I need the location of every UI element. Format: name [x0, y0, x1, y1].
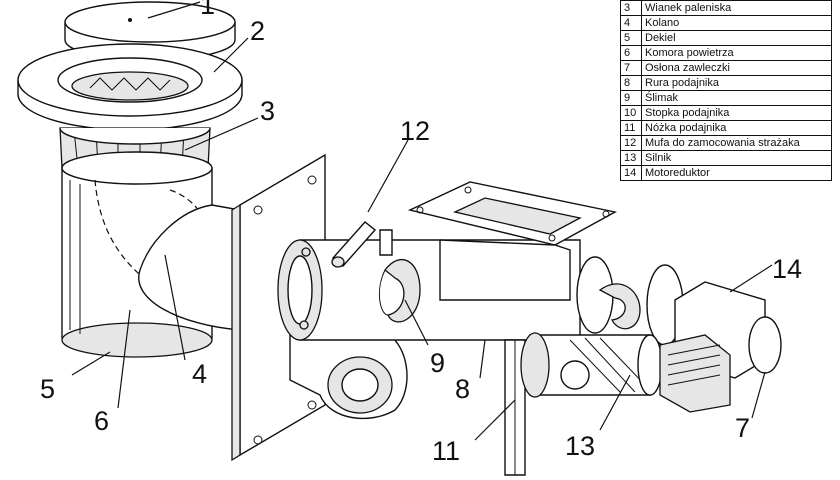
callout-5: 5 [40, 374, 55, 404]
legend-number: 13 [620, 150, 642, 166]
callout-4: 4 [192, 359, 207, 389]
leader-lines [71, 1, 773, 441]
legend-part-name: Stopka podajnika [641, 105, 832, 121]
legend-part-name: Rura podajnika [641, 75, 832, 91]
callout-12: 12 [400, 116, 430, 146]
callout-6: 6 [94, 406, 109, 436]
callout-9: 9 [430, 348, 445, 378]
motor-part [520, 332, 663, 398]
legend-number: 14 [620, 165, 642, 181]
legend-part-name: Motoreduktor [641, 165, 832, 181]
auger-part [378, 258, 421, 323]
legend-number: 11 [620, 120, 642, 136]
legend-number: 8 [620, 75, 642, 91]
legend-part-name: Wianek paleniska [641, 0, 832, 16]
legend-number: 3 [620, 0, 642, 16]
callout-3: 3 [260, 96, 275, 126]
callout-8: 8 [455, 374, 470, 404]
legend-number: 5 [620, 30, 642, 46]
flange-part [576, 256, 684, 346]
legend-part-name: Dekiel [641, 30, 832, 46]
fan-housing-part [289, 329, 408, 420]
callout-11: 11 [432, 436, 460, 466]
elbow-part [138, 204, 241, 331]
legend-number: 12 [620, 135, 642, 151]
callout-14: 14 [772, 254, 802, 284]
legend-number: 4 [620, 15, 642, 31]
legend-number: 7 [620, 60, 642, 76]
legend-part-name: Silnik [641, 150, 832, 166]
hopper-part [407, 181, 617, 301]
legend-part-name: Komora powietrza [641, 45, 832, 61]
legend-number: 9 [620, 90, 642, 106]
legend-part-name: Kolano [641, 15, 832, 31]
callout-2: 2 [250, 16, 265, 46]
callout-7: 7 [735, 413, 750, 443]
legend-part-name: Nóżka podajnika [641, 120, 832, 136]
burner-ring-part [17, 43, 243, 131]
legend-part-name: Ślimak [641, 90, 832, 106]
legend-number: 6 [620, 45, 642, 61]
legend-number: 10 [620, 105, 642, 121]
legend-part-name: Mufa do zamocowania strażaka [641, 135, 832, 151]
callout-13: 13 [565, 431, 595, 461]
callout-1: 1 [200, 0, 215, 20]
legend-part-name: Osłona zawleczki [641, 60, 832, 76]
callout-labels: 1 2 3 4 5 6 7 8 9 11 12 13 14 [40, 0, 802, 466]
socket-part [331, 221, 393, 268]
feeder-leg-part [504, 339, 526, 476]
motor-reducer-part [659, 281, 782, 413]
